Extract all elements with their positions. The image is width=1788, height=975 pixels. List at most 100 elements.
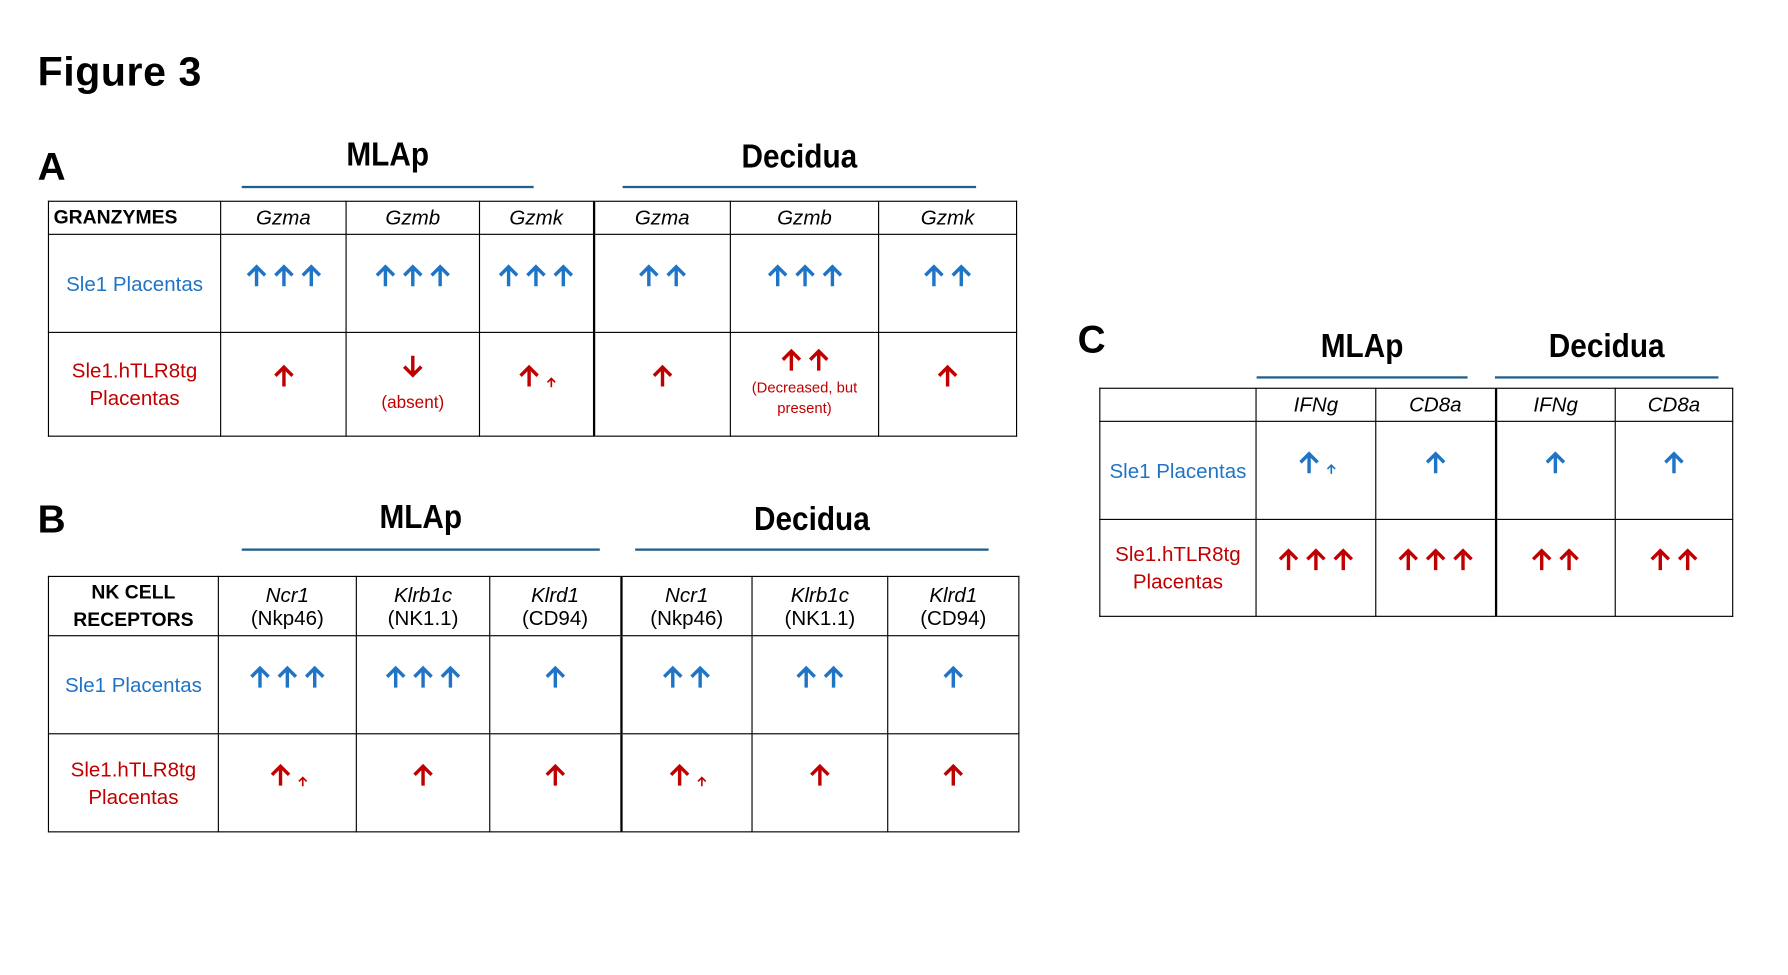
arrow-group xyxy=(1498,547,1614,588)
expression-cell xyxy=(887,733,1020,833)
up-arrow-icon xyxy=(413,763,433,786)
row-label: Sle1 Placentas xyxy=(66,271,204,295)
up-arrow-icon xyxy=(823,665,844,688)
expression-cell xyxy=(217,635,357,735)
arrow-group xyxy=(753,664,886,705)
row-label-cell: Sle1 Placentas xyxy=(47,233,222,333)
corner-label: GRANZYMES xyxy=(53,206,178,229)
column-header-gzmk: Gzmk xyxy=(478,200,595,235)
panel-b-group-decidua-line xyxy=(635,548,989,551)
up-arrow-icon xyxy=(300,263,321,286)
column-header-gzmb: Gzmb xyxy=(345,200,481,235)
arrow-group xyxy=(880,364,1016,405)
row-label-cell: Sle1 Placentas xyxy=(47,635,219,735)
column-header-ncr1: Ncr1(Nkp46) xyxy=(217,575,357,637)
protein-name: (NK1.1) xyxy=(387,606,459,629)
up-arrow-icon xyxy=(937,364,958,387)
small-up-arrow-icon xyxy=(547,377,557,388)
up-arrow-icon xyxy=(666,263,686,286)
arrow-group xyxy=(347,353,478,383)
protein-name: (Nkp46) xyxy=(250,606,324,629)
arrow-group xyxy=(481,263,593,304)
up-arrow-icon xyxy=(638,263,659,286)
expression-cell xyxy=(217,733,357,833)
arrow-group xyxy=(357,664,488,705)
cell-note: (Decreased, but present) xyxy=(751,378,858,417)
gene-name: Klrd1 xyxy=(929,583,978,607)
column-header-ifng: IFNg xyxy=(1255,387,1377,422)
corner-header-cell xyxy=(1099,387,1257,422)
expression-cell xyxy=(220,331,347,437)
expression-cell xyxy=(478,233,595,333)
gene-name: Gzmk xyxy=(920,206,975,230)
arrow-group xyxy=(753,762,886,803)
up-arrow-icon xyxy=(1664,450,1684,473)
up-arrow-icon xyxy=(277,665,298,688)
expression-cell xyxy=(355,733,491,833)
up-arrow-icon xyxy=(273,263,294,286)
up-arrow-icon xyxy=(304,665,325,688)
up-arrow-icon xyxy=(1677,548,1698,571)
protein-name: (CD94) xyxy=(521,606,589,629)
arrow-group xyxy=(596,263,729,304)
up-arrow-icon xyxy=(1333,548,1354,571)
up-arrow-icon xyxy=(1452,548,1473,571)
up-arrow-icon xyxy=(808,348,828,371)
table-row: Sle1 Placentas xyxy=(1099,420,1734,520)
up-arrow-icon xyxy=(1306,548,1326,571)
figure-title: Figure 3 xyxy=(37,47,202,95)
expression-cell xyxy=(489,635,622,735)
gene-name: Klrb1c xyxy=(393,583,453,607)
expression-cell: (Decreased, but present) xyxy=(729,331,880,437)
up-arrow-icon xyxy=(951,263,972,286)
panel-a-letter: A xyxy=(37,145,66,190)
arrow-group xyxy=(880,263,1016,304)
expression-cell: (absent) xyxy=(345,331,481,437)
expression-cell xyxy=(1255,518,1377,617)
panel-a-group-decidua-line xyxy=(622,185,977,189)
up-arrow-icon xyxy=(430,263,450,286)
arrow-group xyxy=(222,364,345,405)
down-arrow-icon xyxy=(403,355,423,378)
arrow-group xyxy=(889,664,1018,705)
up-arrow-icon xyxy=(663,665,683,688)
up-arrow-icon xyxy=(545,665,565,688)
up-arrow-icon xyxy=(796,665,816,688)
up-arrow-icon xyxy=(270,763,291,786)
up-arrow-icon xyxy=(924,263,944,286)
column-header-ifng: IFNg xyxy=(1494,387,1616,422)
corner-label: NK CELL xyxy=(91,580,176,603)
arrow-group xyxy=(623,762,751,803)
expression-cell xyxy=(751,733,889,833)
column-header-klrb1c: Klrb1c(NK1.1) xyxy=(751,575,889,637)
arrow-group xyxy=(1498,450,1614,491)
column-header-gzmb: Gzmb xyxy=(729,200,880,235)
expression-cell xyxy=(751,635,889,735)
panel-b-group-mlap-line xyxy=(241,548,600,551)
up-arrow-icon xyxy=(1278,548,1299,571)
up-arrow-icon xyxy=(545,763,565,786)
arrow-group xyxy=(481,364,593,405)
panel-a-group-mlap-line xyxy=(241,185,534,189)
small-up-arrow-icon xyxy=(298,775,308,786)
gene-name: Ncr1 xyxy=(265,583,310,607)
row-label: Sle1.hTLR8tg xyxy=(1115,542,1241,566)
panel-b-group-decidua: Decidua xyxy=(753,501,870,539)
column-header-ncr1: Ncr1(Nkp46) xyxy=(619,575,753,637)
expression-cell xyxy=(1375,420,1497,520)
arrow-group xyxy=(1377,450,1494,491)
up-arrow-icon xyxy=(250,665,270,688)
up-arrow-icon xyxy=(440,665,461,688)
up-arrow-icon xyxy=(1650,548,1671,571)
table-row: Sle1 Placentas xyxy=(47,233,1018,333)
gene-name: CD8a xyxy=(1409,393,1462,417)
arrow-group xyxy=(491,664,620,705)
row-label: Placentas xyxy=(89,386,180,410)
arrow-group xyxy=(732,263,878,304)
up-arrow-icon xyxy=(499,263,519,286)
